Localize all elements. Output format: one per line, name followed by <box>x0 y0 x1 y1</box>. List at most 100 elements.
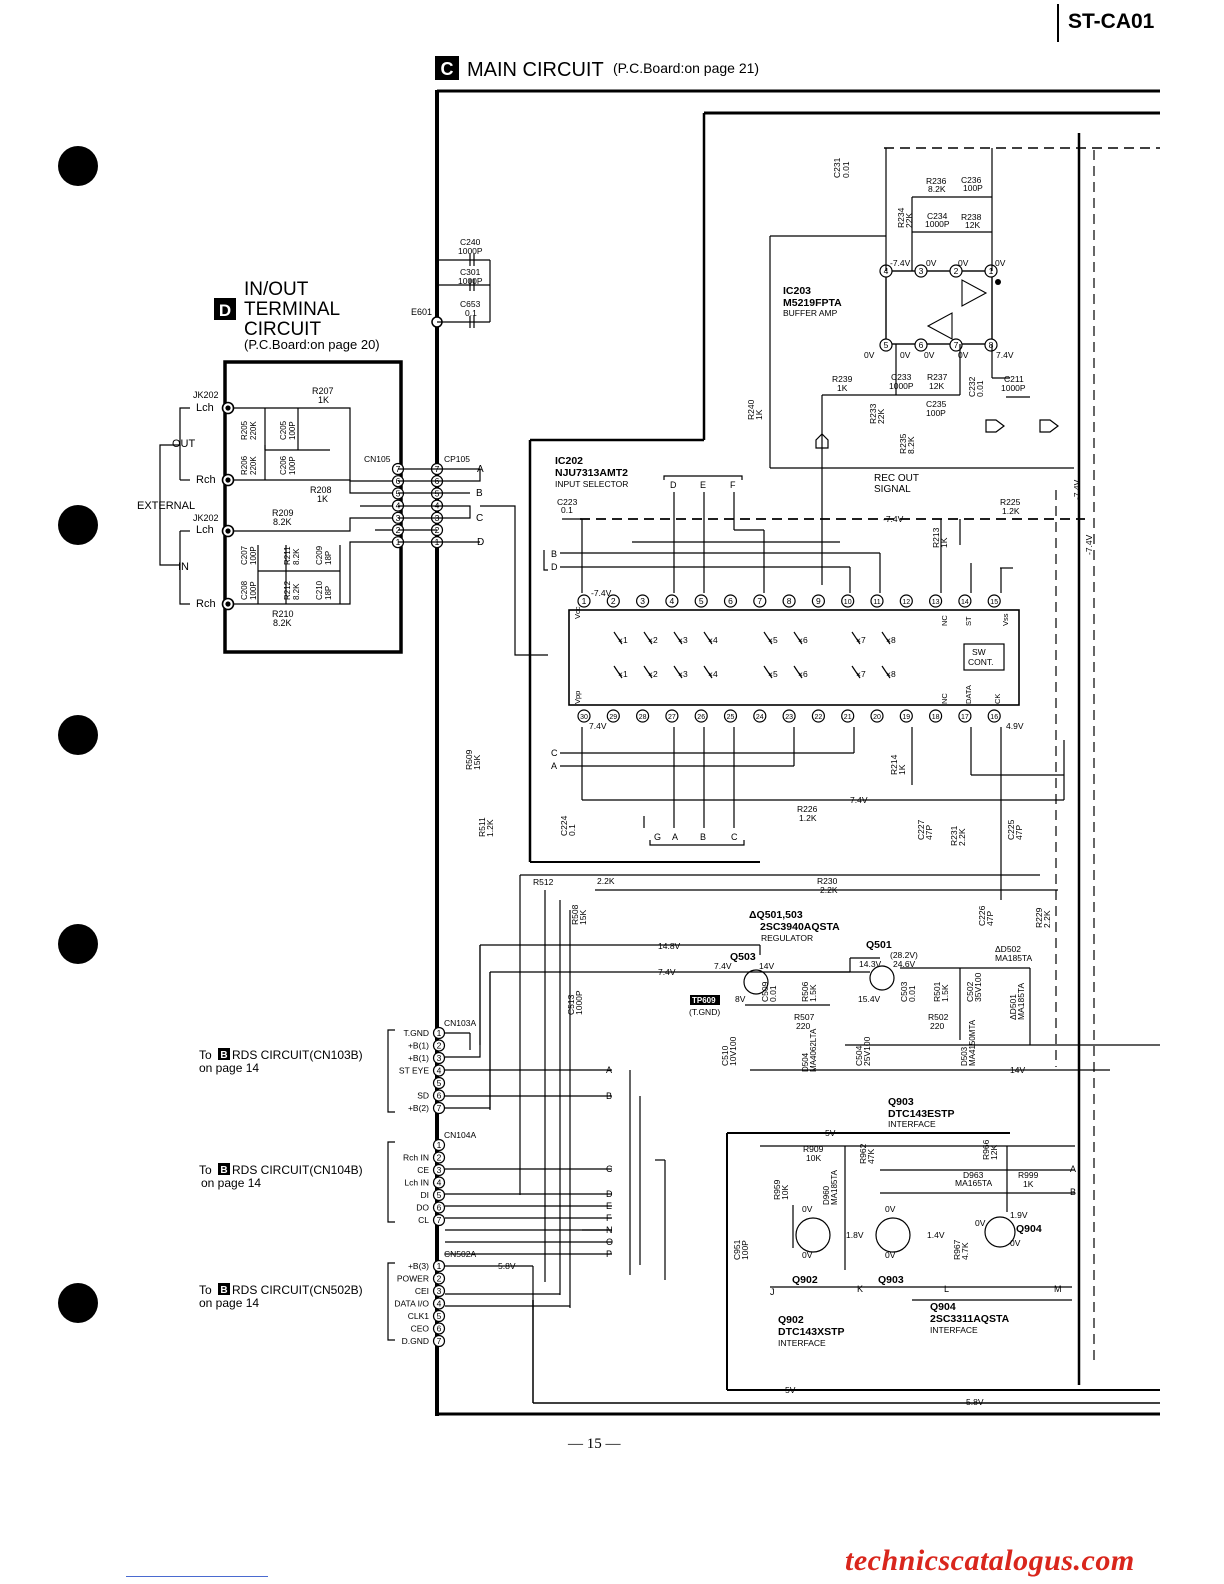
analog-switch <box>881 665 891 679</box>
svg-text:To: To <box>199 1283 212 1297</box>
pin-number: 3 <box>437 1286 442 1296</box>
svg-text:R234: R234 <box>896 207 906 228</box>
svg-text:10K: 10K <box>780 1185 790 1200</box>
svg-text:5V: 5V <box>785 1385 796 1395</box>
svg-text:R231: R231 <box>949 825 959 846</box>
svg-text:15K: 15K <box>472 755 482 770</box>
pin <box>753 709 767 723</box>
svg-text:C301: C301 <box>460 267 481 277</box>
svg-text:Rch: Rch <box>196 474 216 486</box>
pin-number: 24 <box>756 714 764 721</box>
pin-label: ×3 <box>678 635 688 645</box>
pin <box>577 709 591 723</box>
analog-switch <box>643 631 653 645</box>
pin <box>958 709 972 723</box>
pin <box>606 594 620 608</box>
svg-text:C502: C502 <box>965 981 975 1002</box>
svg-text:1K: 1K <box>317 494 328 504</box>
svg-text:C: C <box>606 1164 613 1174</box>
svg-text:Lch: Lch <box>196 402 214 414</box>
svg-text:INTERFACE: INTERFACE <box>930 1325 978 1335</box>
pin <box>432 1064 446 1077</box>
svg-text:5V: 5V <box>825 1128 836 1138</box>
pin-number: 16 <box>990 714 998 721</box>
svg-text:Q501: Q501 <box>866 939 892 951</box>
svg-text:B: B <box>476 488 483 499</box>
svg-text:C211: C211 <box>1004 374 1024 384</box>
svg-text:Q902: Q902 <box>792 1274 818 1286</box>
pin-label: ×6 <box>798 669 808 679</box>
svg-text:C206: C206 <box>279 455 288 475</box>
inout-circuit: JK202 Lch Rch JK202 Lch Rch OUT EXTERNAL… <box>137 360 403 654</box>
pin-number: 1 <box>437 1028 442 1038</box>
pin <box>606 709 620 723</box>
pin-number: 23 <box>785 714 793 721</box>
pin-number: 3 <box>437 1053 442 1063</box>
svg-text:-7.4V: -7.4V <box>1084 534 1094 555</box>
svg-text:100P: 100P <box>963 183 983 193</box>
model-number: ST-CA01 <box>1068 10 1155 33</box>
pin-number: 1 <box>582 596 587 606</box>
pin <box>899 709 913 723</box>
analog-switch <box>793 665 803 679</box>
svg-text:0V: 0V <box>926 258 937 268</box>
svg-text:R214: R214 <box>889 754 899 775</box>
svg-text:CONT.: CONT. <box>968 657 994 667</box>
svg-text:0.01: 0.01 <box>975 380 985 397</box>
pin-number: 5 <box>437 1311 442 1321</box>
svg-text:D504: D504 <box>801 1052 810 1072</box>
svg-text:1K: 1K <box>754 409 764 420</box>
svg-text:MA4062LTA: MA4062LTA <box>809 1028 818 1072</box>
model-divider <box>1057 4 1059 42</box>
pin <box>432 1176 446 1189</box>
svg-text:R999: R999 <box>1018 1170 1039 1180</box>
svg-text:RDS CIRCUIT(CN502B): RDS CIRCUIT(CN502B) <box>232 1283 363 1297</box>
pin <box>723 709 738 723</box>
svg-text:Vcc: Vcc <box>573 606 582 619</box>
svg-text:0V: 0V <box>958 350 969 360</box>
pin-label: ×1 <box>618 669 628 679</box>
svg-text:7.4V: 7.4V <box>714 961 732 971</box>
svg-text:C951: C951 <box>732 1239 742 1260</box>
svg-text:R206: R206 <box>240 455 249 475</box>
svg-text:100P: 100P <box>249 546 258 565</box>
svg-text:B: B <box>1070 1187 1076 1197</box>
svg-text:220: 220 <box>930 1021 944 1031</box>
pin <box>841 709 855 723</box>
svg-text:4.7K: 4.7K <box>960 1242 970 1260</box>
svg-text:A: A <box>1070 1164 1076 1174</box>
svg-text:on page 14: on page 14 <box>201 1176 261 1190</box>
pin-number: 4 <box>437 1299 442 1309</box>
pin <box>432 1309 446 1323</box>
pin <box>879 338 893 352</box>
pin-label: ST EYE <box>399 1066 429 1076</box>
svg-text:47K: 47K <box>866 1149 876 1164</box>
pin <box>432 1138 446 1152</box>
svg-text:Q902: Q902 <box>778 1314 804 1326</box>
binder-hole <box>58 715 98 755</box>
pin-number: 18 <box>932 714 940 721</box>
pin <box>928 594 943 608</box>
pin <box>753 594 767 608</box>
svg-text:DTC143ESTP: DTC143ESTP <box>888 1108 955 1120</box>
svg-text:R209: R209 <box>272 508 294 518</box>
svg-text:0.1: 0.1 <box>465 308 477 318</box>
pin <box>694 594 708 608</box>
pin-number: 1 <box>989 266 994 276</box>
svg-text:14V: 14V <box>759 961 774 971</box>
svg-text:C503: C503 <box>899 981 909 1002</box>
binder-hole <box>58 924 98 964</box>
svg-text:1K: 1K <box>939 537 949 548</box>
bus-lines <box>445 890 666 1308</box>
pin <box>635 594 650 608</box>
pin <box>949 338 963 352</box>
svg-text:R238: R238 <box>961 212 982 222</box>
svg-text:C236: C236 <box>961 175 982 185</box>
svg-text:R229: R229 <box>1034 907 1044 928</box>
svg-text:C513: C513 <box>566 994 576 1015</box>
svg-text:D963: D963 <box>963 1170 984 1180</box>
pin-number: 11 <box>873 599 880 606</box>
svg-text:14.8V: 14.8V <box>658 941 681 951</box>
svg-text:M5219FPTA: M5219FPTA <box>783 297 842 309</box>
